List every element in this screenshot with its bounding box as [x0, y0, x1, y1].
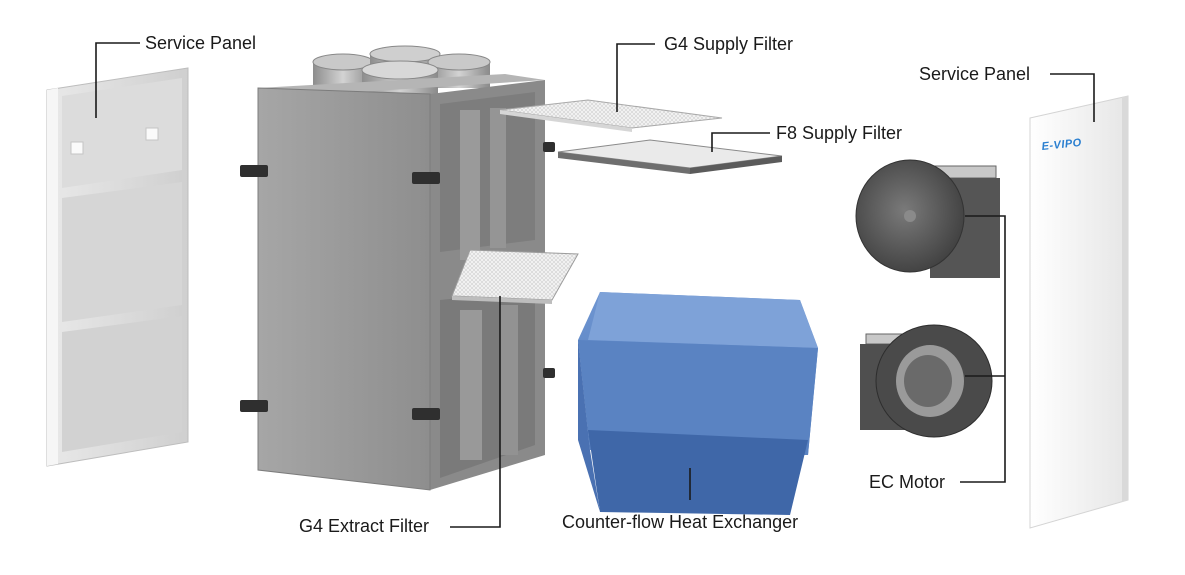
label-service-panel-left: Service Panel	[145, 33, 256, 53]
g4-supply-filter	[499, 99, 723, 132]
latch	[412, 408, 440, 420]
service-panel-right: E-VIPO	[1029, 95, 1129, 529]
heat-exchanger	[578, 292, 818, 515]
g4-extract-filter	[451, 249, 579, 304]
latch	[240, 165, 268, 177]
f8-supply-filter	[557, 139, 783, 174]
leader-lines	[95, 42, 1095, 528]
label-service-panel-right: Service Panel	[919, 64, 1030, 84]
label-g4-supply-filter: G4 Supply Filter	[664, 34, 793, 54]
label-heat-exchanger: Counter-flow Heat Exchanger	[562, 512, 798, 532]
label-g4-extract-filter: G4 Extract Filter	[299, 516, 429, 536]
brand-logo: E-VIPO	[1041, 137, 1082, 153]
label-f8-supply-filter: F8 Supply Filter	[776, 123, 902, 143]
service-panel-left	[46, 67, 189, 467]
latch	[240, 400, 268, 412]
latch	[412, 172, 440, 184]
ec-motor-top	[855, 159, 1000, 278]
label-ec-motor: EC Motor	[869, 472, 945, 492]
ec-motor-bottom	[860, 324, 993, 438]
